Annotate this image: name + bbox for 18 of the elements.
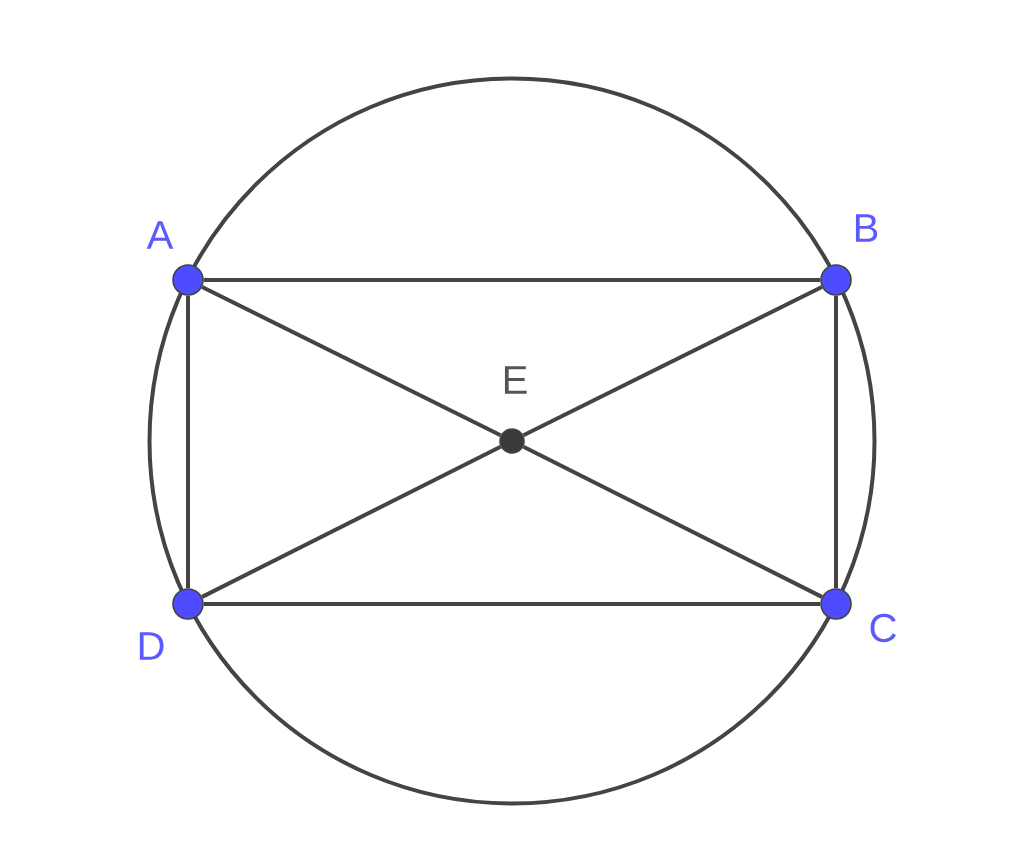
point-label: A	[146, 221, 174, 249]
point-label: C	[870, 613, 896, 643]
line-segment	[201, 285, 502, 438]
line-segment	[522, 444, 823, 599]
point-label: D	[139, 632, 164, 660]
point	[820, 588, 852, 620]
line-segment	[834, 295, 838, 589]
point	[172, 264, 204, 296]
point	[172, 588, 204, 620]
line-segment	[203, 602, 821, 606]
line-segment	[203, 278, 821, 282]
point	[499, 428, 525, 454]
point-label: B	[855, 214, 878, 242]
line-segment	[201, 444, 502, 599]
line-segment	[186, 295, 190, 589]
point	[820, 264, 852, 296]
point-label: E	[504, 366, 527, 394]
line-segment	[522, 285, 823, 438]
